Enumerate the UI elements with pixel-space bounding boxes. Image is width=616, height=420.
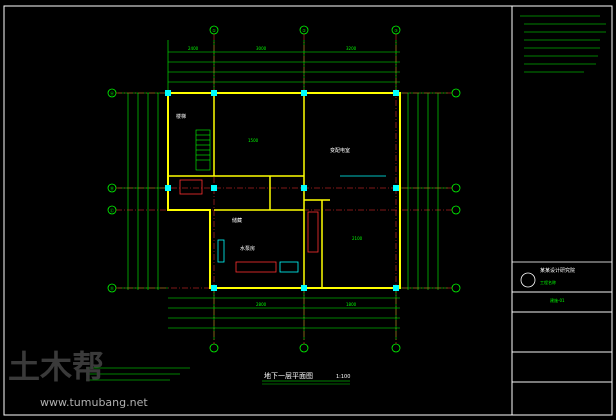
equipment-blocks: [179, 179, 319, 273]
notes-lines: [86, 367, 190, 381]
axis-label: Ⓐ: [110, 90, 114, 96]
dimension-texts: 2400 3000 3200 2800 1800 1500 2100: [188, 46, 363, 307]
bottom-dimensions: [168, 288, 400, 340]
dim-text: 2800: [256, 302, 267, 307]
axis-bubbles-right: [451, 88, 461, 293]
dim-text: 3200: [346, 46, 357, 51]
title-block: [511, 261, 613, 416]
room-label-3: 储藏: [232, 217, 242, 224]
drawing-number: 建施-01: [550, 297, 565, 303]
axis-labels: ① ② ③ Ⓐ Ⓑ Ⓒ Ⓓ: [110, 28, 398, 291]
watermark-logo: 土木帮: [8, 348, 104, 386]
sheet-frame: [3, 5, 613, 416]
axis-label: ③: [394, 28, 398, 33]
dim-text: 1800: [346, 302, 357, 307]
right-dimensions: [400, 92, 448, 290]
drawing-title: 地下一层平面图: [264, 371, 313, 380]
axis-label: ②: [302, 28, 306, 33]
stair-symbol: [195, 129, 211, 171]
watermark-url: www.tumubang.net: [40, 396, 148, 409]
room-label-2: 水泵房: [240, 245, 255, 252]
axis-bubbles-bottom: [209, 343, 401, 353]
drawing-scale: 1:100: [336, 374, 350, 380]
exterior-walls: [167, 92, 401, 289]
company-logo-icon: [520, 272, 536, 288]
dim-text: 1500: [248, 138, 259, 143]
cyan-fixtures: [217, 175, 386, 273]
stair-label: 楼梯: [176, 113, 186, 120]
axis-label: Ⓑ: [110, 185, 114, 191]
top-dimensions: [167, 40, 400, 95]
company-name: 某某设计研究院: [540, 267, 575, 274]
axis-label: Ⓓ: [110, 285, 114, 291]
left-dimensions: [118, 92, 168, 290]
structural-columns: [165, 90, 399, 291]
dim-text: 2100: [352, 236, 363, 241]
project-name: 工程名称: [540, 279, 556, 285]
dim-text: 2400: [188, 46, 199, 51]
axis-label: ①: [212, 28, 216, 33]
dim-text: 3000: [256, 46, 267, 51]
axis-label: Ⓒ: [110, 207, 114, 213]
room-label-1: 变配电室: [330, 147, 350, 154]
top-notes-lines: [520, 15, 606, 73]
